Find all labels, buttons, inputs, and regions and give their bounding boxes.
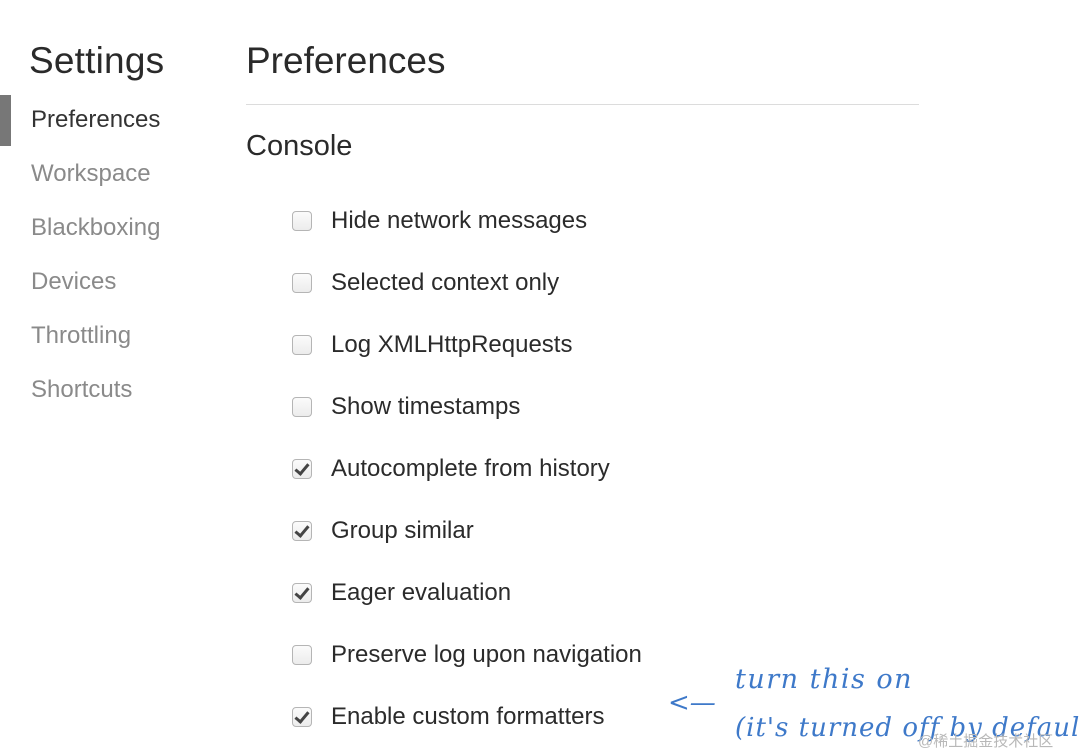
sidebar-item-shortcuts[interactable]: Shortcuts: [31, 376, 133, 403]
option-label[interactable]: Selected context only: [331, 269, 560, 296]
active-item-indicator: [0, 95, 11, 146]
option-checkbox[interactable]: [292, 397, 312, 417]
option-checkbox[interactable]: [292, 521, 312, 541]
option-label[interactable]: Log XMLHttpRequests: [331, 331, 573, 358]
option-log-xmlhttprequests[interactable]: Log XMLHttpRequests: [292, 314, 642, 376]
option-checkbox[interactable]: [292, 583, 312, 603]
option-label[interactable]: Preserve log upon navigation: [331, 641, 642, 668]
watermark: @稀土掘金技术社区: [918, 733, 1054, 750]
option-label[interactable]: Eager evaluation: [331, 579, 512, 606]
option-label[interactable]: Show timestamps: [331, 393, 521, 420]
option-enable-custom-formatters[interactable]: Enable custom formatters: [292, 686, 642, 748]
sidebar-item-blackboxing[interactable]: Blackboxing: [31, 214, 161, 241]
option-checkbox[interactable]: [292, 211, 312, 231]
sidebar-item-preferences[interactable]: Preferences: [31, 106, 161, 133]
option-checkbox[interactable]: [292, 459, 312, 479]
option-preserve-log-upon-navigation[interactable]: Preserve log upon navigation: [292, 624, 642, 686]
title-divider: [246, 104, 919, 105]
section-title-console: Console: [246, 130, 353, 162]
option-label[interactable]: Group similar: [331, 517, 474, 544]
annotation-note: (it's turned off by default): [735, 713, 1080, 743]
option-checkbox[interactable]: [292, 645, 312, 665]
sidebar-item-devices[interactable]: Devices: [31, 268, 117, 295]
option-label[interactable]: Enable custom formatters: [331, 703, 605, 730]
sidebar-title: Settings: [29, 40, 165, 81]
sidebar-item-throttling[interactable]: Throttling: [31, 322, 132, 349]
option-selected-context-only[interactable]: Selected context only: [292, 252, 642, 314]
option-autocomplete-from-history[interactable]: Autocomplete from history: [292, 438, 642, 500]
option-checkbox[interactable]: [292, 273, 312, 293]
option-label[interactable]: Hide network messages: [331, 207, 588, 234]
annotation-arrow: <—: [668, 688, 716, 718]
annotation-text: turn this on: [735, 664, 914, 695]
option-group-similar[interactable]: Group similar: [292, 500, 642, 562]
option-checkbox[interactable]: [292, 707, 312, 727]
sidebar-item-workspace[interactable]: Workspace: [31, 160, 151, 187]
option-label[interactable]: Autocomplete from history: [331, 455, 610, 482]
page-title: Preferences: [246, 40, 446, 81]
option-hide-network-messages[interactable]: Hide network messages: [292, 190, 642, 252]
option-show-timestamps[interactable]: Show timestamps: [292, 376, 642, 438]
option-eager-evaluation[interactable]: Eager evaluation: [292, 562, 642, 624]
option-checkbox[interactable]: [292, 335, 312, 355]
